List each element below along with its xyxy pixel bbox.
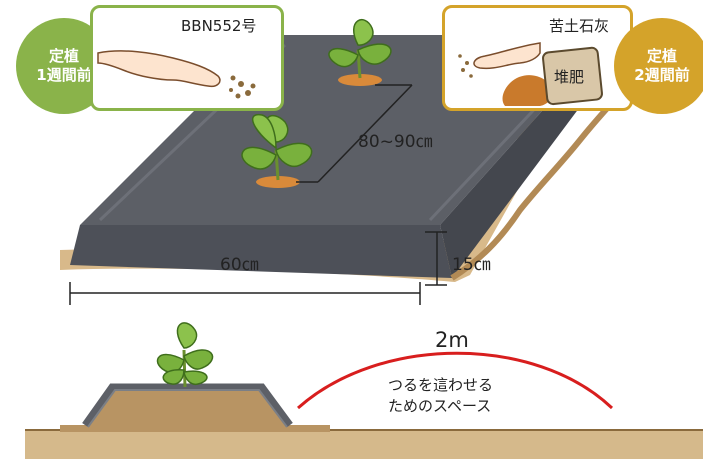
vine-width-label: 2m [435,328,469,352]
vine-space-line2: ためのスペース [388,397,492,415]
plant-upper [328,18,392,86]
plant-lower [241,113,313,188]
hand-compost-icon [458,42,603,106]
compost-label: 堆肥 [554,68,585,86]
right-badge-line2: 2週間前 [634,66,690,84]
height-dimension [425,231,447,286]
width-dimension [69,282,421,305]
right-badge-line1: 定植 [646,47,677,65]
right-timing-badge: 定植 2週間前 [614,18,703,114]
cross-section [25,322,703,459]
left-badge-line1: 定植 [48,47,79,65]
right-callout: 苦土石灰 堆肥 [442,5,633,111]
vine-space-arc [297,351,614,410]
fertilizer-label: BBN552号 [181,17,257,35]
left-badge-line2: 1週間前 [36,66,92,84]
vine-space-line1: つるを這わせる [388,376,494,394]
hand-sprinkling-icon [97,50,256,99]
mulch-front [70,225,452,278]
spacing-dimension [296,84,413,183]
bed-height-label: 15㎝ [452,255,491,275]
bed-width-label: 60㎝ [220,255,259,275]
left-callout: BBN552号 [90,5,284,111]
plant-spacing-label: 80~90㎝ [358,132,433,152]
lime-label: 苦土石灰 [549,17,610,35]
